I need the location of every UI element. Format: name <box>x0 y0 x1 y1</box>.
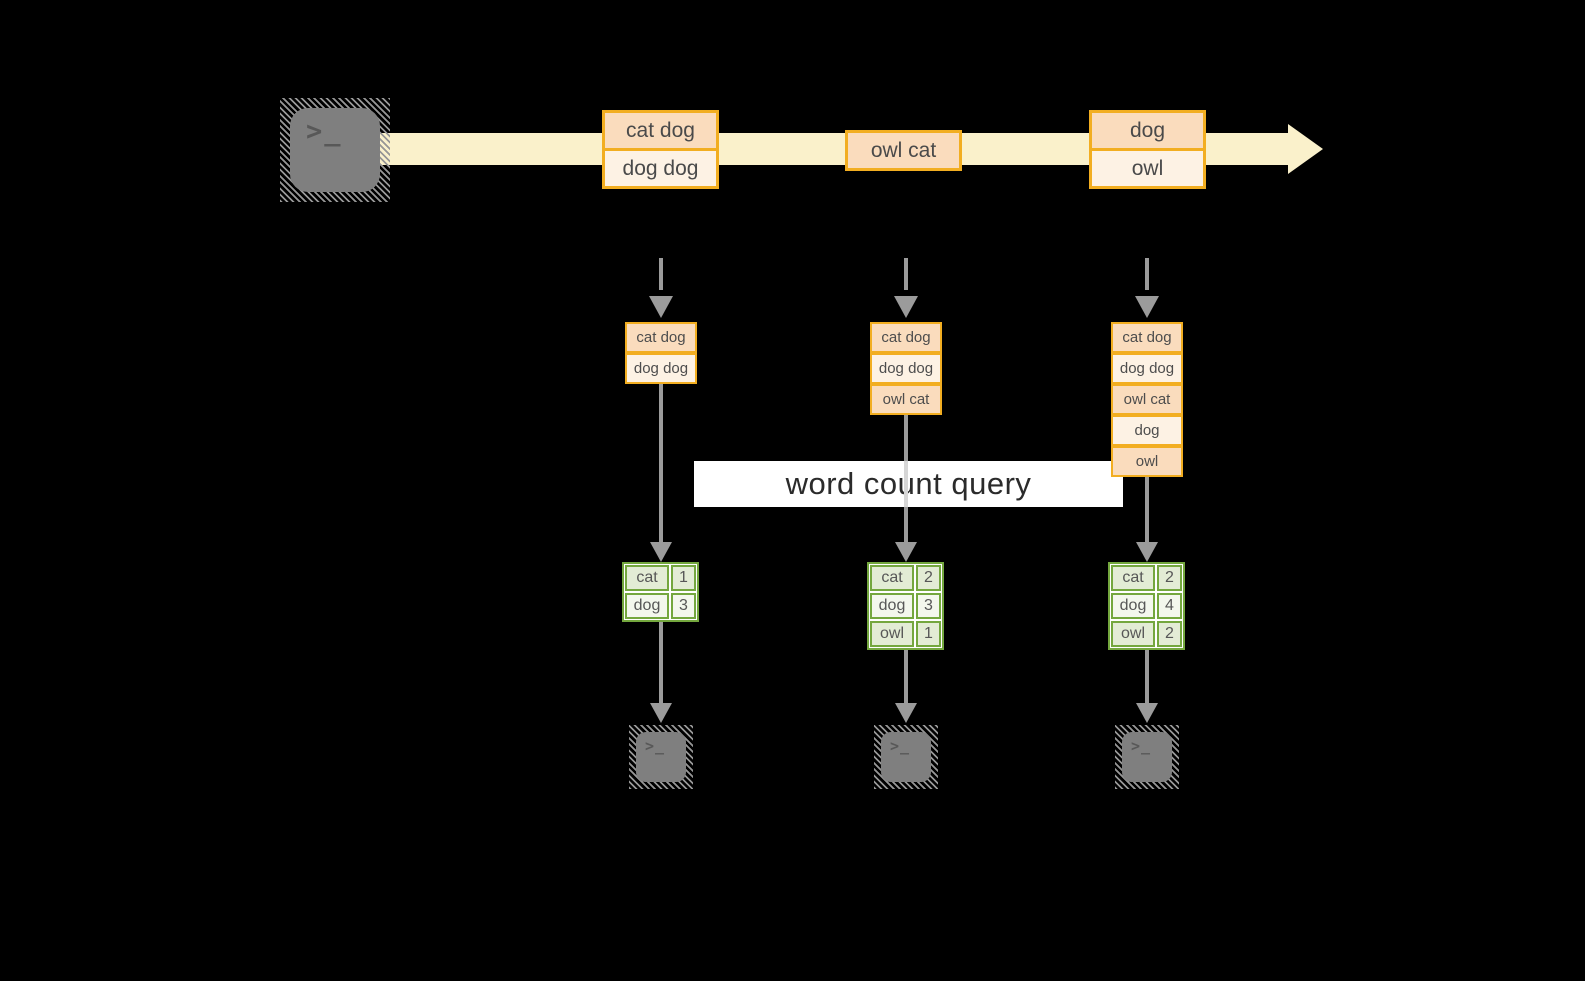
terminal-screen: >_ <box>1122 732 1172 782</box>
connector-line <box>659 621 663 703</box>
buffer-message: dog dog <box>625 353 697 384</box>
count-word-cell: cat <box>870 565 914 591</box>
delivery-dash <box>904 258 908 290</box>
stream-message: dog dog <box>605 148 716 186</box>
delivery-arrowhead-icon <box>894 296 918 318</box>
count-word-cell: owl <box>1111 621 1155 647</box>
delivery-dash <box>659 258 663 290</box>
stream-message: dog <box>1092 113 1203 148</box>
buffer-message: owl <box>1111 446 1183 477</box>
count-word-cell: dog <box>870 593 914 619</box>
terminal-icon: >_ <box>280 98 390 202</box>
stream-message-group: owl cat <box>845 130 962 171</box>
count-word-cell: dog <box>625 593 669 619</box>
count-value-cell: 3 <box>916 593 941 619</box>
count-value-cell: 2 <box>916 565 941 591</box>
count-value-cell: 2 <box>1157 565 1182 591</box>
stream-message: cat dog <box>605 113 716 148</box>
buffer-message: dog dog <box>870 353 942 384</box>
connector-line <box>904 649 908 703</box>
count-word-cell: cat <box>1111 565 1155 591</box>
count-word-cell: dog <box>1111 593 1155 619</box>
buffer-message: owl cat <box>1111 384 1183 415</box>
buffer-message: cat dog <box>1111 322 1183 353</box>
terminal-screen: >_ <box>881 732 931 782</box>
terminal-screen: >_ <box>636 732 686 782</box>
connector-arrowhead-icon <box>650 542 672 562</box>
terminal-prompt-glyph: >_ <box>1131 737 1152 755</box>
count-value-cell: 3 <box>671 593 696 619</box>
stream-arrowhead-icon <box>1288 124 1323 174</box>
buffer-message: dog <box>1111 415 1183 446</box>
connector-arrowhead-icon <box>1136 542 1158 562</box>
count-word-cell: owl <box>870 621 914 647</box>
count-word-cell: cat <box>625 565 669 591</box>
connector-arrowhead-icon <box>895 542 917 562</box>
connector-through-query <box>904 461 908 507</box>
stream-message: owl cat <box>848 133 959 168</box>
count-value-cell: 4 <box>1157 593 1182 619</box>
buffer-message: dog dog <box>1111 353 1183 384</box>
buffer-message: owl cat <box>870 384 942 415</box>
terminal-prompt-glyph: >_ <box>890 737 911 755</box>
terminal-prompt-glyph: >_ <box>645 737 666 755</box>
buffer-message: cat dog <box>625 322 697 353</box>
delivery-arrowhead-icon <box>649 296 673 318</box>
buffer-message: cat dog <box>870 322 942 353</box>
connector-line <box>1145 476 1149 542</box>
terminal-prompt-glyph: >_ <box>306 116 343 147</box>
stream-message: owl <box>1092 148 1203 186</box>
count-value-cell: 1 <box>916 621 941 647</box>
terminal-icon: >_ <box>1115 725 1179 789</box>
connector-arrowhead-icon <box>1136 703 1158 723</box>
connector-line <box>1145 649 1149 703</box>
delivery-dash <box>1145 258 1149 290</box>
terminal-screen: >_ <box>290 108 380 192</box>
count-value-cell: 1 <box>671 565 696 591</box>
count-value-cell: 2 <box>1157 621 1182 647</box>
connector-arrowhead-icon <box>895 703 917 723</box>
delivery-arrowhead-icon <box>1135 296 1159 318</box>
connector-line <box>659 383 663 542</box>
connector-arrowhead-icon <box>650 703 672 723</box>
terminal-icon: >_ <box>629 725 693 789</box>
query-label: word count query <box>694 461 1123 507</box>
terminal-icon: >_ <box>874 725 938 789</box>
